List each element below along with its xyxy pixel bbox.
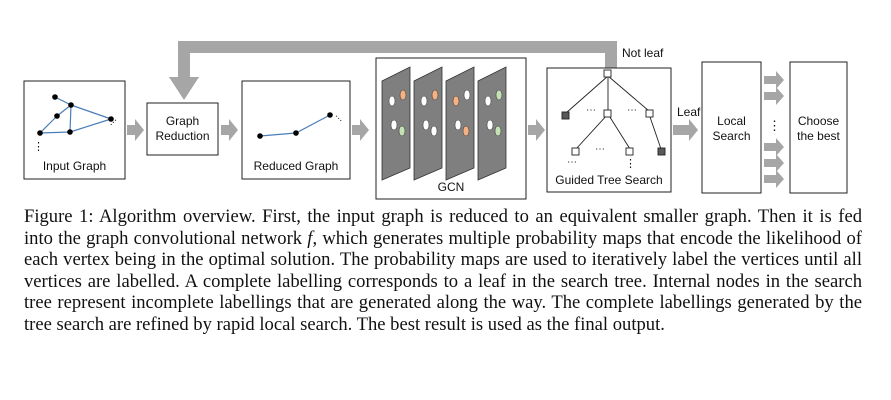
input-graph-box — [23, 80, 126, 180]
input-graph-vdots: ⋮ — [33, 141, 44, 153]
not-leaf-feedback-arrow — [169, 41, 617, 100]
tree-hellip-3: ⋯ — [595, 144, 605, 155]
figure-caption: Figure 1: Algorithm overview. First, the… — [24, 206, 862, 335]
flow-arrow-4 — [528, 119, 545, 141]
search-tree-nodes — [561, 69, 666, 156]
caption-symbol: f — [307, 227, 313, 249]
graph-reduction-box — [146, 102, 219, 156]
flow-arrow-1 — [127, 119, 144, 141]
figure-graphic — [23, 41, 848, 200]
reduced-graph-vertices — [257, 112, 333, 139]
graph-reduction-label: Graph Reduction — [155, 114, 210, 143]
input-graph-drawing — [39, 96, 112, 134]
gcn-label: GCN — [437, 180, 465, 194]
tree-ddots-left: ⋯ — [567, 157, 577, 168]
caption-text-start: Figure 1: Algorithm overview. First, the… — [24, 206, 862, 249]
guided-tree-search-label: Guided Tree Search — [555, 173, 663, 187]
flow-arrow-2 — [221, 119, 238, 141]
result-arrows — [764, 71, 784, 188]
gcn-probability-maps — [381, 66, 507, 181]
tree-hellip-2: ⋯ — [627, 105, 637, 116]
local-search-label: Local Search — [712, 114, 751, 143]
input-graph-vertices — [37, 94, 114, 136]
caption-text-end: , which generates multiple probability m… — [24, 227, 862, 335]
local-search-box — [701, 61, 762, 194]
results-vdots: ⋮ — [768, 118, 781, 133]
choose-best-label: Choose the best — [797, 114, 840, 143]
not-leaf-label: Not leaf — [622, 46, 664, 60]
choose-best-box — [789, 61, 848, 194]
leaf-label: Leaf — [677, 105, 701, 119]
guided-tree-search-box — [546, 67, 672, 193]
reduced-graph-drawing — [259, 114, 331, 137]
flow-arrow-3 — [352, 119, 369, 141]
leaf-arrow — [673, 119, 698, 141]
tree-vdots-mid: ⋮ — [625, 158, 636, 170]
tree-hellip-1: ⋯ — [586, 105, 596, 116]
input-graph-label: Input Graph — [42, 159, 107, 173]
search-tree-edges — [565, 75, 662, 150]
reduced-graph-label: Reduced Graph — [253, 159, 339, 173]
reduced-graph-box — [241, 80, 351, 180]
algorithm-overview-figure: Input Graph Graph Reduction Reduced Grap… — [23, 41, 848, 200]
